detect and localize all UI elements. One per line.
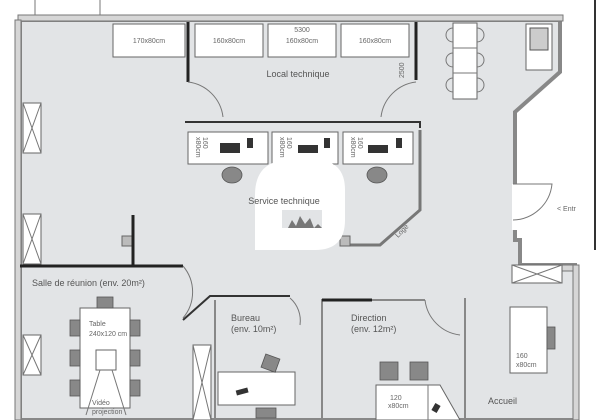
sink-icon bbox=[525, 23, 553, 71]
chair-icon bbox=[260, 353, 281, 373]
window-units bbox=[22, 102, 42, 376]
room-label-meeting-room: Salle de réunion (env. 20m²) bbox=[32, 278, 145, 288]
kitchen-table bbox=[445, 22, 485, 100]
watermark-logo bbox=[255, 160, 345, 250]
direction-desk bbox=[375, 384, 461, 420]
table-label: Table bbox=[89, 321, 106, 328]
room-label-bureau: Bureau bbox=[231, 313, 260, 323]
desk-label: 160x80cm bbox=[213, 38, 245, 45]
desk-label: 160 bbox=[285, 137, 292, 149]
desk-label: 160 bbox=[201, 137, 208, 149]
desk-label: x80cm bbox=[349, 137, 356, 158]
desk-label: 160 bbox=[516, 353, 528, 360]
entrance-label: < Entr bbox=[557, 206, 577, 213]
room-label-direction-size: (env. 12m²) bbox=[351, 324, 396, 334]
chair-icon bbox=[379, 361, 399, 381]
dimension-label: 2500 bbox=[399, 62, 406, 78]
desk-label: x80cm bbox=[194, 137, 201, 158]
projection-label: projection bbox=[92, 409, 122, 416]
desk-label: 160 bbox=[356, 137, 363, 149]
desk-label: 170x80cm bbox=[133, 38, 165, 45]
room-label-bureau-size: (env. 10m²) bbox=[231, 324, 276, 334]
chair-icon bbox=[366, 166, 388, 184]
chair-icon bbox=[546, 326, 556, 350]
desk-label: 160x80cm bbox=[359, 38, 391, 45]
projection-label: Vidéo bbox=[92, 400, 110, 407]
room-label-local-technique: Local technique bbox=[266, 69, 329, 79]
table-label: 240x120 cm bbox=[89, 331, 127, 338]
desk-label: 160x80cm bbox=[286, 38, 318, 45]
room-label-service-technique: Service technique bbox=[248, 196, 320, 206]
desk-label: x80cm bbox=[388, 403, 409, 410]
desk-label: x80cm bbox=[516, 362, 537, 369]
meeting-table: Table 240x120 cm Vidéo projection bbox=[69, 296, 141, 416]
desk-label: 120 bbox=[390, 395, 402, 402]
chair-icon bbox=[409, 361, 429, 381]
bureau-desk bbox=[217, 371, 296, 406]
dimension-label: 5300 bbox=[294, 27, 310, 34]
tech-desks: 160 x80cm 160 x80cm 160 x80cm bbox=[187, 131, 414, 165]
room-label-direction: Direction bbox=[351, 313, 387, 323]
desk-label: x80cm bbox=[278, 137, 285, 158]
chair-icon bbox=[221, 166, 243, 184]
chair-icon bbox=[255, 407, 277, 419]
room-label-accueil: Accueil bbox=[488, 396, 517, 406]
accueil-desk bbox=[509, 306, 548, 374]
top-desk-row: 170x80cm 160x80cm 5300 160x80cm 160x80cm bbox=[112, 23, 410, 58]
